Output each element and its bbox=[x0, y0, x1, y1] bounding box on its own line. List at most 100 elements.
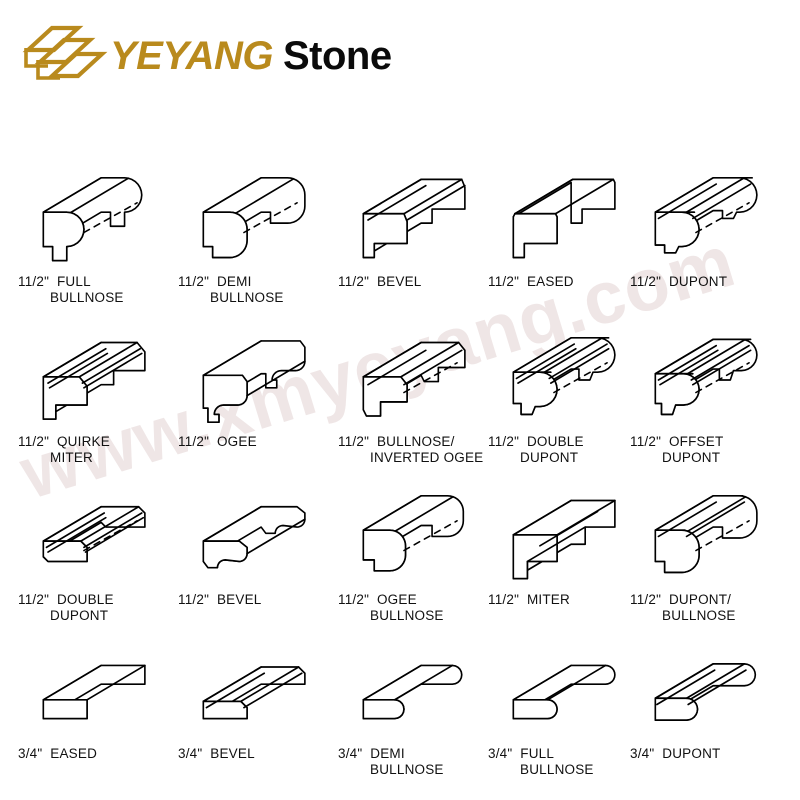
profile-drawing-offset-dupont-icon bbox=[630, 330, 790, 430]
brand-primary: YEYANG bbox=[110, 33, 273, 78]
profile-name-line1: EASED bbox=[526, 274, 574, 289]
profile-caption: 11/2" DUPONT bbox=[630, 274, 792, 290]
profile-size: 11/2" bbox=[18, 434, 57, 449]
profile-name-line1: QUIRKE bbox=[56, 434, 110, 449]
profile-drawing-bullnose-inverted-ogee-icon bbox=[338, 330, 498, 430]
profile-size: 11/2" bbox=[18, 274, 57, 289]
profile-cell-miter-1-1-2: 11/2" MITER bbox=[488, 488, 648, 643]
profile-drawing-miter-icon bbox=[488, 488, 648, 588]
profile-size: 11/2" bbox=[488, 274, 527, 289]
profile-name-line2: MITER bbox=[50, 450, 93, 465]
profile-cell-dupont-3-4: 3/4" DUPONT bbox=[630, 642, 790, 797]
profile-caption: 11/2" BEVEL bbox=[338, 274, 500, 290]
profile-name-line2: BULLNOSE bbox=[50, 290, 124, 305]
profile-name-line2: INVERTED OGEE bbox=[370, 450, 484, 465]
profile-size: 11/2" bbox=[178, 434, 217, 449]
profile-cell-eased-3-4: 3/4" EASED bbox=[18, 642, 178, 797]
profile-name-line2: BULLNOSE bbox=[662, 608, 736, 623]
profile-name-line1: BEVEL bbox=[210, 746, 255, 761]
profile-drawing-demi-bullnose-icon bbox=[178, 170, 338, 270]
profile-name-line1: FULL bbox=[56, 274, 91, 289]
profile-name-line1: OGEE bbox=[376, 592, 417, 607]
profile-cell-dupont-1-1-2: 11/2" DUPONT bbox=[630, 170, 790, 325]
profile-name-line1: EASED bbox=[50, 746, 98, 761]
profile-size: 3/4" bbox=[488, 746, 521, 761]
profile-size: 11/2" bbox=[630, 434, 669, 449]
profile-size: 3/4" bbox=[338, 746, 371, 761]
profile-drawing-bevel-icon bbox=[338, 170, 498, 270]
profile-drawing-ogee-icon bbox=[178, 330, 338, 430]
profile-size: 11/2" bbox=[488, 592, 527, 607]
profile-name-line1: OGEE bbox=[216, 434, 257, 449]
profile-size: 11/2" bbox=[630, 592, 669, 607]
profile-cell-bevel-flat-1-1-2: 11/2" BEVEL bbox=[178, 488, 338, 643]
profile-drawing-thin-bevel-icon bbox=[178, 642, 338, 742]
profile-cell-dupont-bullnose-1-1-2: 11/2" DUPONT/BULLNOSE bbox=[630, 488, 790, 643]
profile-cell-ogee-1-1-2: 11/2" OGEE bbox=[178, 330, 338, 485]
profile-drawing-dupont-bullnose-icon bbox=[630, 488, 790, 588]
profile-drawing-thin-eased-icon bbox=[18, 642, 178, 742]
profile-name-line1: DEMI bbox=[216, 274, 252, 289]
profile-size: 11/2" bbox=[338, 592, 377, 607]
profile-name-line1: DUPONT/ bbox=[668, 592, 732, 607]
brand-secondary: Stone bbox=[282, 33, 392, 78]
profile-size: 3/4" bbox=[630, 746, 663, 761]
brand-wordmark: YEYANG Stone bbox=[110, 32, 392, 80]
profile-caption: 11/2" DUPONT/BULLNOSE bbox=[630, 592, 792, 624]
profile-size: 11/2" bbox=[488, 434, 527, 449]
profile-drawing-eased-icon bbox=[488, 170, 648, 270]
profile-caption: 11/2" MITER bbox=[488, 592, 650, 608]
profile-caption: 11/2" BEVEL bbox=[178, 592, 340, 608]
profile-drawing-ogee-bullnose-icon bbox=[338, 488, 498, 588]
profile-drawing-dupont-icon bbox=[630, 170, 790, 270]
profile-name-line1: DUPONT bbox=[668, 274, 728, 289]
profile-drawing-thin-dupont-icon bbox=[630, 642, 790, 742]
profile-caption: 3/4" DUPONT bbox=[630, 746, 792, 762]
profile-name-line2: DUPONT bbox=[50, 608, 109, 623]
page-header: YEYANG Stone bbox=[0, 0, 800, 110]
profile-size: 11/2" bbox=[178, 592, 217, 607]
profile-caption: 11/2" EASED bbox=[488, 274, 650, 290]
profile-name-line1: BULLNOSE/ bbox=[376, 434, 455, 449]
profile-drawing-double-dupont-flat-icon bbox=[18, 488, 178, 588]
profile-size: 11/2" bbox=[338, 274, 377, 289]
profile-caption: 11/2" BULLNOSE/INVERTED OGEE bbox=[338, 434, 500, 466]
profile-name-line1: DOUBLE bbox=[56, 592, 114, 607]
profile-caption: 3/4" EASED bbox=[18, 746, 180, 762]
profile-name-line1: BEVEL bbox=[376, 274, 422, 289]
profile-name-line1: DEMI bbox=[370, 746, 405, 761]
profile-cell-bevel-3-4: 3/4" BEVEL bbox=[178, 642, 338, 797]
profile-name-line2: BULLNOSE bbox=[210, 290, 284, 305]
profile-size: 11/2" bbox=[178, 274, 217, 289]
profile-name-line2: BULLNOSE bbox=[370, 608, 444, 623]
profile-size: 3/4" bbox=[18, 746, 51, 761]
profile-drawing-full-bullnose-icon bbox=[18, 170, 178, 270]
profile-name-line1: OFFSET bbox=[668, 434, 724, 449]
profile-name-line1: BEVEL bbox=[216, 592, 262, 607]
profile-name-line1: DOUBLE bbox=[526, 434, 584, 449]
profile-name-line1: DUPONT bbox=[662, 746, 721, 761]
profile-name-line1: FULL bbox=[520, 746, 555, 761]
profile-cell-eased-1-1-2: 11/2" EASED bbox=[488, 170, 648, 325]
profile-name-line2: BULLNOSE bbox=[370, 762, 444, 777]
profile-size: 3/4" bbox=[178, 746, 211, 761]
profile-drawing-thin-full-bullnose-icon bbox=[488, 642, 648, 742]
profile-drawing-bevel-ogee-flat-icon bbox=[178, 488, 338, 588]
profile-size: 11/2" bbox=[338, 434, 377, 449]
profile-size: 11/2" bbox=[630, 274, 669, 289]
profile-size: 11/2" bbox=[18, 592, 57, 607]
